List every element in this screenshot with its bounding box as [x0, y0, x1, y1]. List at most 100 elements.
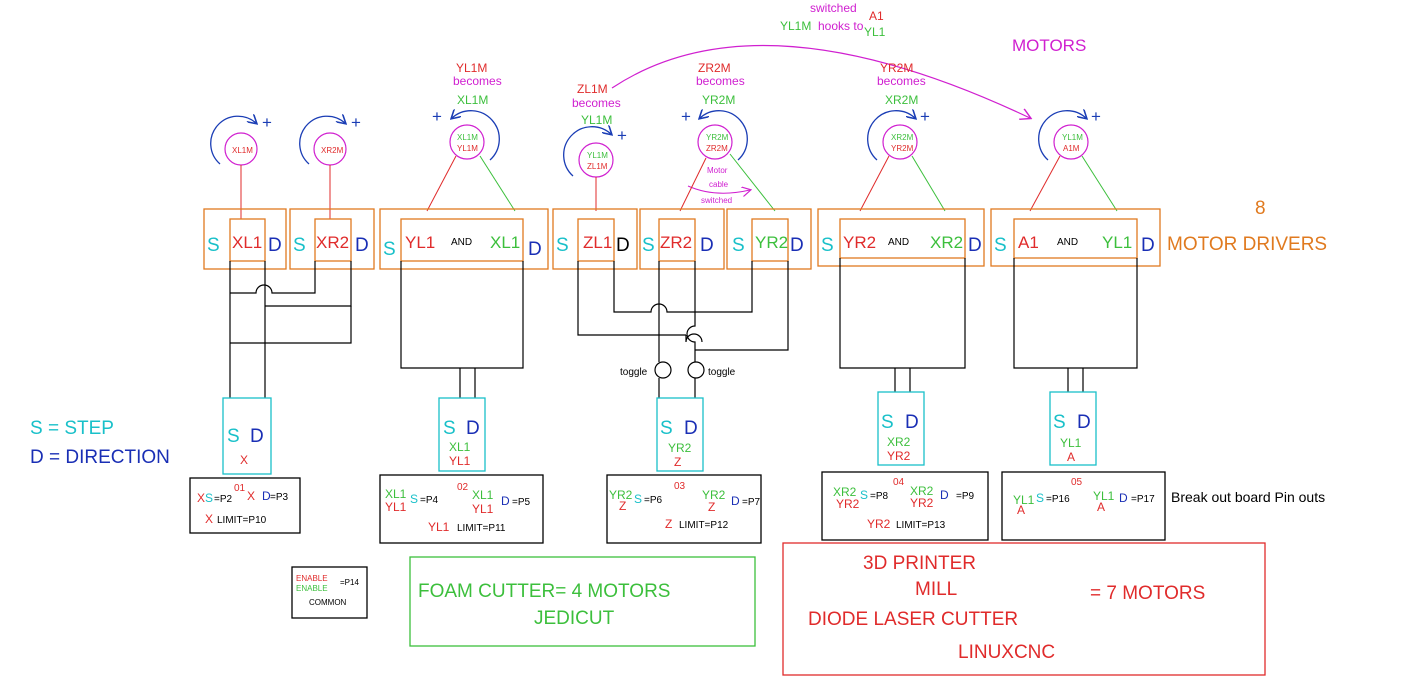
svg-text:X: X	[247, 489, 255, 503]
foam-cutter-box: FOAM CUTTER= 4 MOTORS JEDICUT	[409, 556, 756, 647]
svg-text:+: +	[262, 113, 272, 132]
svg-text:YL1M: YL1M	[581, 113, 612, 127]
svg-text:XR2M: XR2M	[885, 93, 918, 107]
driver-xr2: S XR2 D	[289, 208, 375, 270]
pinout-03: 03 YR2 Z S =P6 YR2 Z D =P7 Z LIMIT=P12	[606, 474, 762, 544]
driver-yl1-and-xl1: S YL1 AND XL1 D	[379, 208, 549, 270]
svg-text:D: D	[355, 235, 369, 256]
svg-text:+: +	[1091, 107, 1101, 126]
pinout-02: 02 XL1 YL1 S =P4 XL1 YL1 D =P5 YL1 LIMIT…	[379, 474, 544, 544]
svg-text:YR2: YR2	[609, 488, 633, 502]
svg-text:YR2: YR2	[668, 441, 692, 455]
svg-text:S: S	[293, 235, 306, 256]
svg-text:X: X	[197, 491, 205, 505]
svg-text:Z: Z	[674, 455, 681, 469]
svg-text:D: D	[616, 235, 630, 256]
svg-text:+: +	[617, 126, 627, 145]
svg-text:=P4: =P4	[420, 495, 439, 506]
printer-mill-laser-box: 3D PRINTER MILL DIODE LASER CUTTER LINUX…	[782, 542, 1266, 676]
svg-text:YL1M: YL1M	[456, 61, 487, 75]
svg-text:YR2M: YR2M	[702, 93, 735, 107]
drivers-header: MOTOR DRIVERS	[1167, 234, 1327, 255]
switched-note-yl1: YL1	[864, 25, 886, 39]
svg-text:S: S	[881, 412, 894, 433]
svg-text:YR2: YR2	[836, 497, 860, 511]
svg-text:ZR2: ZR2	[660, 233, 692, 252]
svg-text:becomes: becomes	[696, 74, 745, 88]
svg-text:XL1: XL1	[472, 488, 494, 502]
svg-text:YR2: YR2	[843, 233, 876, 252]
svg-text:FOAM CUTTER= 4 MOTORS: FOAM CUTTER= 4 MOTORS	[418, 581, 670, 602]
svg-text:Z: Z	[665, 517, 672, 531]
svg-text:XR2: XR2	[930, 233, 963, 252]
svg-text:LIMIT=P10: LIMIT=P10	[217, 515, 267, 526]
svg-text:XR2M: XR2M	[321, 146, 344, 155]
svg-text:S: S	[383, 239, 396, 260]
svg-text:S: S	[207, 235, 220, 256]
svg-text:LIMIT=P13: LIMIT=P13	[896, 520, 946, 531]
connector-yr2-z: S D YR2 Z	[656, 397, 704, 472]
svg-text:Z: Z	[619, 499, 626, 513]
pinout-04: 04 XR2 YR2 S =P8 XR2 YR2 D =P9 YR2 LIMIT…	[821, 471, 989, 541]
connector-xr2-yr2: S D XR2 YR2	[877, 391, 925, 466]
motors-header: MOTORS	[1012, 36, 1086, 55]
svg-text:DIODE LASER CUTTER: DIODE LASER CUTTER	[808, 609, 1018, 630]
svg-text:D: D	[1119, 491, 1128, 505]
motor-xr2m-yr2m: XR2M YR2M +	[867, 107, 930, 161]
svg-text:ZL1: ZL1	[583, 233, 612, 252]
svg-text:MILL: MILL	[915, 579, 957, 600]
svg-text:ZL1M: ZL1M	[577, 82, 608, 96]
enable-common-box: ENABLE ENABLE =P14 COMMON	[291, 566, 368, 619]
svg-text:YL1: YL1	[385, 500, 407, 514]
svg-text:A1M: A1M	[1063, 144, 1080, 153]
svg-text:switched: switched	[701, 196, 732, 205]
motor-xl1m-yl1m: XL1M YL1M +	[432, 107, 500, 161]
motor-yl1m-a1m: YL1M A1M +	[1038, 107, 1101, 161]
svg-text:04: 04	[893, 477, 905, 488]
svg-text:YL1M: YL1M	[587, 151, 608, 160]
svg-text:X: X	[205, 512, 213, 526]
driver-yr2-and-xr2: S YR2 AND XR2 D	[817, 208, 985, 267]
svg-text:=P7: =P7	[742, 497, 761, 508]
svg-text:XR2: XR2	[887, 435, 911, 449]
svg-text:03: 03	[674, 481, 686, 492]
svg-text:YR2: YR2	[867, 517, 891, 531]
svg-text:=P6: =P6	[644, 495, 663, 506]
svg-text:XL1: XL1	[232, 233, 262, 252]
svg-text:D: D	[790, 235, 804, 256]
motor-xr2m: XR2M +	[299, 113, 361, 166]
svg-text:becomes: becomes	[453, 74, 502, 88]
svg-text:JEDICUT: JEDICUT	[534, 608, 615, 629]
svg-text:+: +	[681, 107, 691, 126]
svg-text:01: 01	[234, 483, 246, 494]
svg-text:XL1M: XL1M	[457, 93, 488, 107]
svg-text:S: S	[732, 235, 745, 256]
svg-text:LINUXCNC: LINUXCNC	[958, 642, 1055, 663]
svg-text:A: A	[1067, 450, 1075, 464]
driver-xl1: S XL1 D	[203, 208, 287, 270]
connector-yl1-a: S D YL1 A	[1049, 391, 1097, 466]
svg-text:AND: AND	[888, 237, 909, 248]
svg-text:becomes: becomes	[877, 74, 926, 88]
svg-text:COMMON: COMMON	[309, 598, 347, 607]
svg-text:YR2M: YR2M	[880, 61, 913, 75]
svg-text:ZL1M: ZL1M	[587, 162, 608, 171]
svg-text:+: +	[351, 113, 361, 132]
svg-text:YL1: YL1	[472, 502, 494, 516]
svg-text:A: A	[1017, 503, 1025, 517]
driver-zr2: S ZR2 D	[639, 208, 725, 270]
svg-text:+: +	[432, 107, 442, 126]
svg-text:YR2: YR2	[910, 496, 934, 510]
svg-text:D: D	[466, 418, 480, 439]
svg-text:AND: AND	[451, 237, 472, 248]
legend-step: S = STEP	[30, 418, 114, 439]
pinout-05: 05 YL1 A S =P16 YL1 A D =P17	[1001, 471, 1166, 541]
toggle-right-label: toggle	[708, 367, 736, 378]
svg-text:YL1: YL1	[405, 233, 435, 252]
svg-text:YL1: YL1	[428, 520, 450, 534]
svg-text:D: D	[528, 239, 542, 260]
svg-text:XL1: XL1	[449, 440, 471, 454]
svg-text:=P2: =P2	[214, 494, 233, 505]
note-yr2m-becomes-xr2m: YR2M becomes XR2M	[877, 61, 926, 107]
